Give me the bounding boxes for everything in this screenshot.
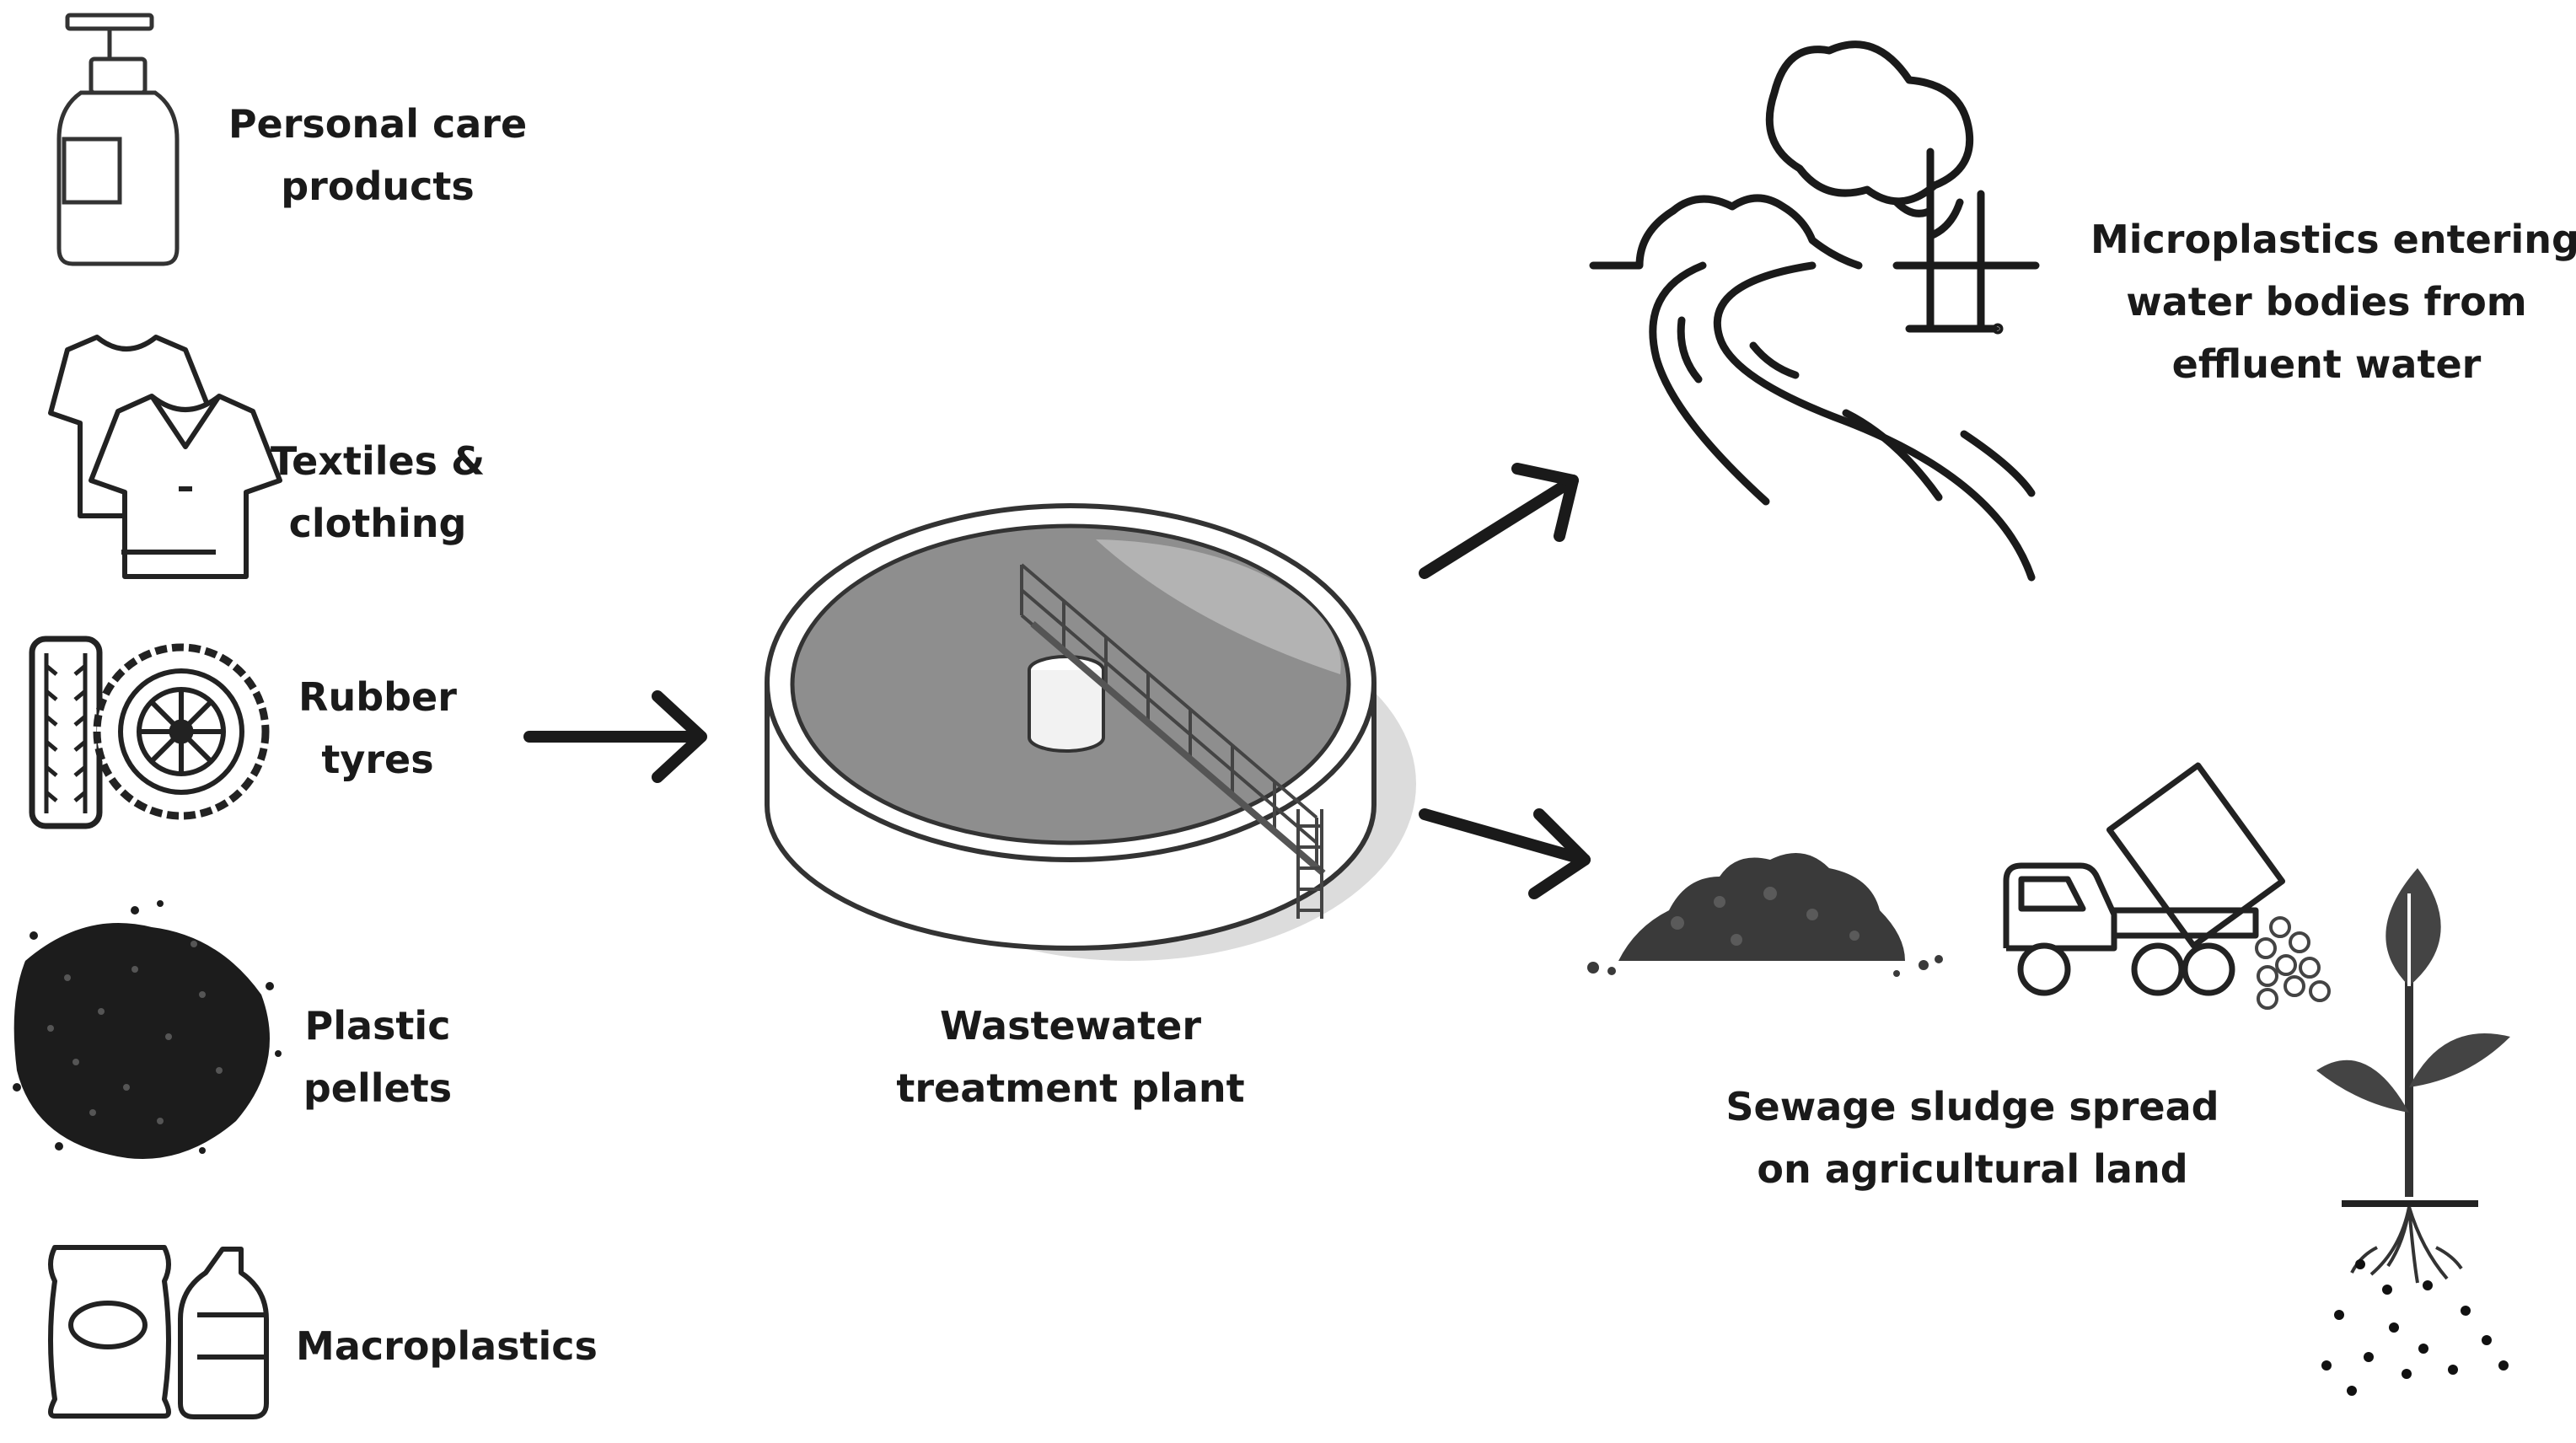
label-line: water bodies from [2126, 279, 2527, 325]
label-line: Macroplastics [296, 1323, 598, 1369]
tyre-icon [29, 636, 270, 829]
label-line: effluent water [2171, 341, 2482, 387]
label-sewage-sludge: Sewage sludge spread on agricultural lan… [1720, 1076, 2225, 1200]
label-personal-care: Personal care products [209, 93, 546, 217]
label-line: Microplastics entering [2090, 217, 2576, 262]
clarifier-tank-icon [765, 503, 1416, 961]
label-line: tyres [321, 737, 434, 782]
label-line: clothing [288, 501, 467, 546]
label-line: Textiles & [270, 438, 486, 484]
label-line: Personal care [228, 101, 528, 147]
label-macroplastics: Macroplastics [278, 1315, 615, 1377]
plant-seedling-icon [2316, 868, 2510, 1396]
arrow-to-plant [523, 690, 707, 783]
label-rubber: Rubber tyres [243, 666, 513, 791]
label-line: on agricultural land [1757, 1146, 2188, 1192]
bag-and-bottle-icon [48, 1245, 269, 1419]
label-line: pellets [303, 1065, 453, 1111]
sludge-truck-icon [1587, 762, 2331, 1010]
arrow-to-sludge [1419, 808, 1591, 899]
pump-bottle-icon [56, 13, 180, 266]
label-line: products [281, 164, 475, 209]
label-line: Plastic [304, 1003, 451, 1049]
label-line: treatment plant [896, 1065, 1245, 1111]
label-line: Wastewater [939, 1003, 1202, 1049]
label-wastewater-plant: Wastewater treatment plant [868, 995, 1273, 1119]
label-pellets: Plastic pellets [243, 995, 513, 1119]
arrow-to-water [1419, 463, 1579, 579]
label-water-bodies: Microplastics entering water bodies from… [2090, 208, 2576, 395]
river-landscape-icon [1589, 40, 2040, 582]
label-line: Rubber [298, 674, 457, 720]
pellets-icon [13, 900, 282, 1159]
label-line: Sewage sludge spread [1725, 1084, 2219, 1129]
label-textiles: Textiles & clothing [226, 430, 529, 555]
tshirt-icon [48, 335, 282, 579]
